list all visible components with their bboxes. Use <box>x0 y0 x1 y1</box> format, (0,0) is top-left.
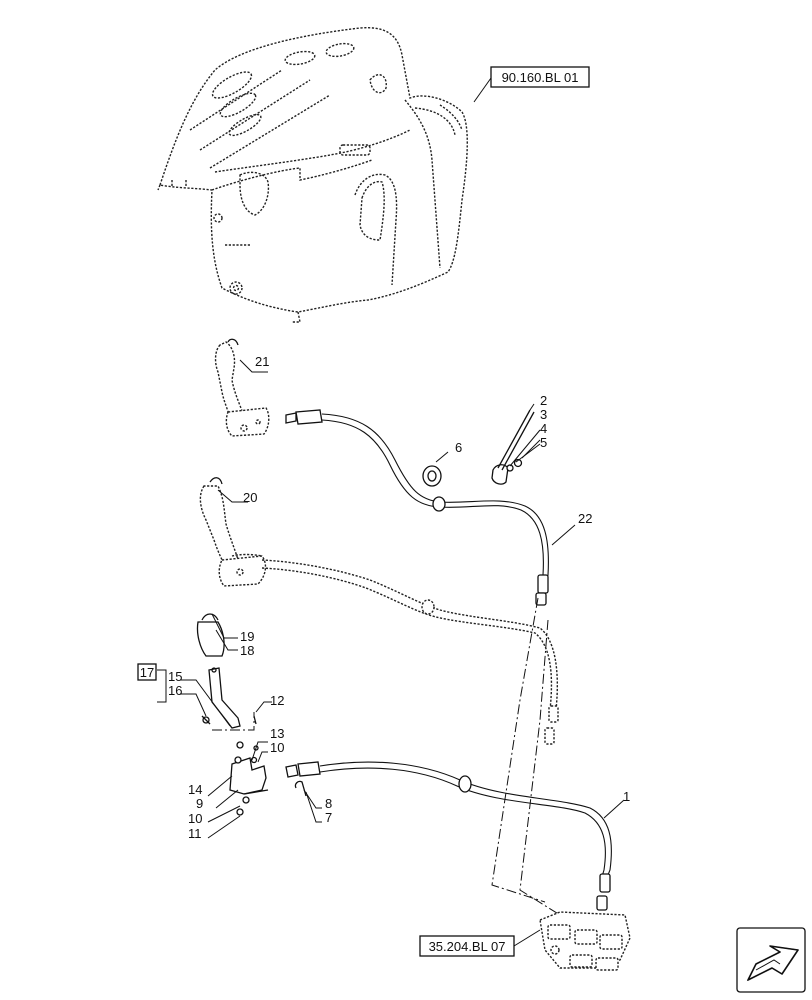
assembly-guide-lines <box>212 597 561 916</box>
callouts: 21 20 6 2 3 4 5 22 19 18 15 16 12 13 10 … <box>168 354 630 841</box>
callout-18: 18 <box>240 643 254 658</box>
arrow-icon <box>746 945 799 982</box>
callout-4: 4 <box>540 421 547 436</box>
callout-5: 5 <box>540 435 547 450</box>
callout-8: 8 <box>325 796 332 811</box>
bracket-assembly <box>229 741 269 816</box>
grommet-6 <box>422 465 442 487</box>
callout-1: 1 <box>623 789 630 804</box>
navigation-box[interactable] <box>736 927 806 993</box>
reference-bottom-label: 35.204.BL 07 <box>429 939 506 954</box>
callout-2: 2 <box>540 393 547 408</box>
callout-7: 7 <box>325 810 332 825</box>
callout-10-upper: 10 <box>270 740 284 755</box>
callout-15: 15 <box>168 669 182 684</box>
clip-assembly-2-5 <box>491 409 535 485</box>
pedal-18-19 <box>196 613 257 729</box>
cable-1 <box>285 761 612 911</box>
pedal-20 <box>199 477 267 587</box>
callout-9: 9 <box>196 796 203 811</box>
callout-3: 3 <box>540 407 547 422</box>
callout-13: 13 <box>270 726 284 741</box>
callout-17: 17 <box>140 665 154 680</box>
reference-top-label: 90.160.BL 01 <box>502 70 579 85</box>
valve-assembly <box>539 911 631 971</box>
cable-20-route <box>261 559 559 745</box>
callout-22: 22 <box>578 511 592 526</box>
reference-bottom[interactable]: 35.204.BL 07 <box>419 929 541 957</box>
callout-20: 20 <box>243 490 257 505</box>
callout-6: 6 <box>455 440 462 455</box>
callout-21: 21 <box>255 354 269 369</box>
callout-10-lower: 10 <box>188 811 202 826</box>
cable-22 <box>285 409 549 606</box>
callout-14: 14 <box>188 782 202 797</box>
callout-16: 16 <box>168 683 182 698</box>
leader-lines <box>157 359 625 839</box>
callout-12: 12 <box>270 693 284 708</box>
pedal-21 <box>214 338 270 437</box>
callout-17-box: 17 <box>137 663 157 681</box>
console-housing <box>157 27 468 323</box>
callout-19: 19 <box>240 629 254 644</box>
callout-11: 11 <box>188 826 202 841</box>
reference-top[interactable]: 90.160.BL 01 <box>473 66 590 103</box>
